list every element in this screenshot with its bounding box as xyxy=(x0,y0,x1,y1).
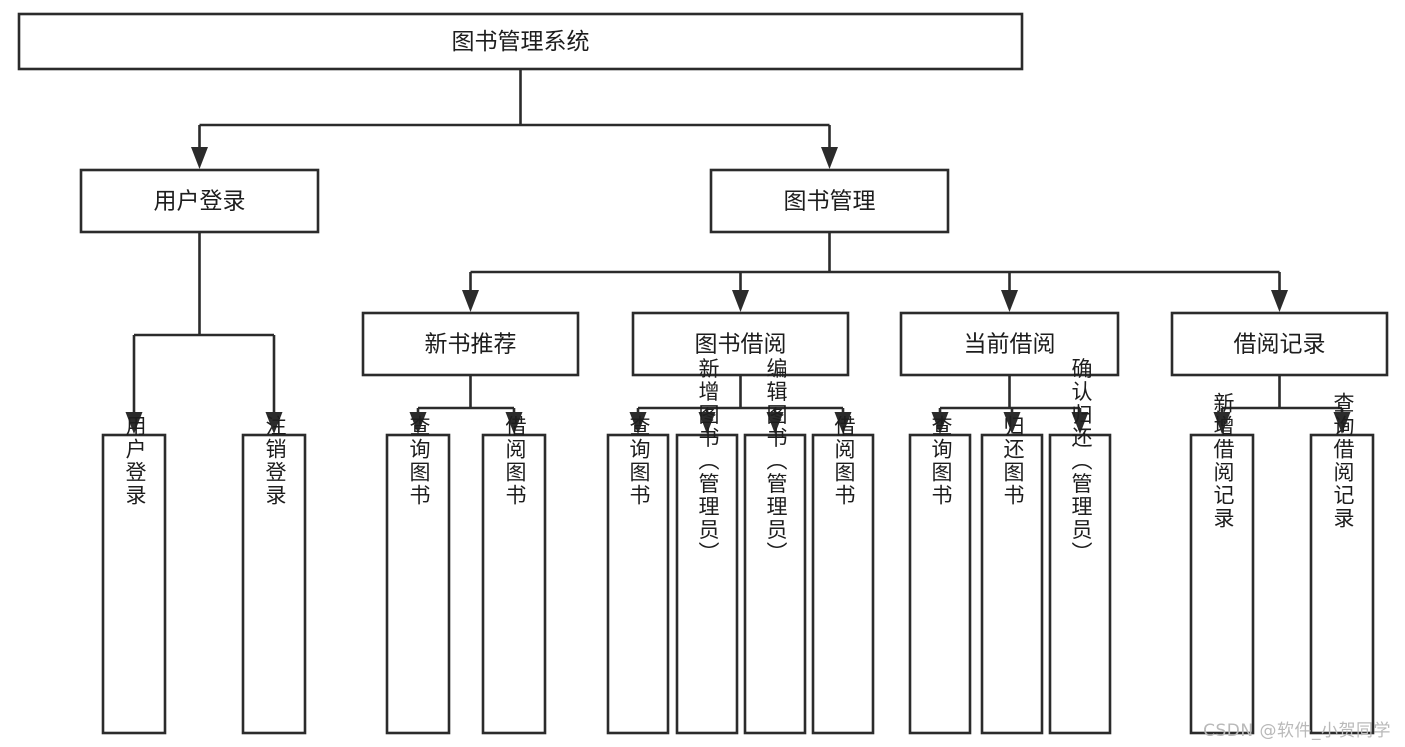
node-label: 新书推荐 xyxy=(425,332,517,358)
node-rect xyxy=(481,433,547,735)
node-label: 确认归还（管理员） xyxy=(1069,358,1093,565)
node-label: 查询图书 xyxy=(407,415,431,507)
arrow-head-icon xyxy=(1333,412,1351,434)
arrow-head-icon xyxy=(1001,290,1018,312)
node-rect xyxy=(79,168,320,234)
node-rect xyxy=(908,433,972,735)
node-新增借阅记录-leaf-11[interactable]: 新增借阅记录 xyxy=(1189,392,1255,735)
node-rect xyxy=(361,311,580,377)
arrow-head-icon xyxy=(125,412,143,434)
arrow-head-icon xyxy=(698,412,716,434)
arrow-head-icon xyxy=(834,412,852,434)
node-label: 借阅图书 xyxy=(832,415,856,507)
node-注销登录-leaf-1[interactable]: 注销登录 xyxy=(241,415,307,735)
node-图书管理-l2-1[interactable]: 图书管理 xyxy=(709,168,950,234)
arrow-head-icon xyxy=(409,412,427,434)
node-label: 查询借阅记录 xyxy=(1331,392,1355,530)
node-rect xyxy=(811,433,875,735)
node-label: 借阅图书 xyxy=(503,415,527,507)
arrow-head-icon xyxy=(462,290,479,312)
arrow-head-icon xyxy=(732,290,749,312)
node-确认归还管理员-leaf-10[interactable]: 确认归还（管理员） xyxy=(1048,358,1112,735)
node-label: 编辑图书（管理员） xyxy=(764,358,788,565)
node-rect xyxy=(709,168,950,234)
node-归还图书-leaf-9[interactable]: 归还图书 xyxy=(980,415,1044,735)
node-rect xyxy=(1048,433,1112,735)
node-label: 用户登录 xyxy=(123,415,147,507)
node-rect xyxy=(1309,433,1375,735)
node-查询图书-leaf-2[interactable]: 查询图书 xyxy=(385,415,451,735)
node-查询图书-leaf-4[interactable]: 查询图书 xyxy=(606,415,670,735)
node-label: 图书借阅 xyxy=(695,332,787,358)
node-root-图书管理系统[interactable]: 图书管理系统 xyxy=(17,12,1024,71)
arrow-head-icon xyxy=(629,412,647,434)
node-rect xyxy=(101,433,167,735)
node-label: 查询图书 xyxy=(627,415,651,507)
arrow-head-icon xyxy=(505,412,523,434)
node-查询借阅记录-leaf-12[interactable]: 查询借阅记录 xyxy=(1309,392,1375,735)
arrow-head-icon xyxy=(191,147,208,169)
node-用户登录-leaf-0[interactable]: 用户登录 xyxy=(101,415,167,735)
node-rect xyxy=(675,433,739,735)
arrow-heads xyxy=(125,147,1351,434)
node-新增图书管理员-leaf-5[interactable]: 新增图书（管理员） xyxy=(675,358,739,735)
node-rect xyxy=(17,12,1024,71)
node-借阅图书-leaf-7[interactable]: 借阅图书 xyxy=(811,415,875,735)
node-label: 图书管理系统 xyxy=(452,29,590,55)
arrow-head-icon xyxy=(265,412,283,434)
node-label: 新增图书（管理员） xyxy=(696,358,720,565)
arrow-head-icon xyxy=(1213,412,1231,434)
node-label: 用户登录 xyxy=(154,189,246,215)
node-rect xyxy=(1189,433,1255,735)
arrow-head-icon xyxy=(931,412,949,434)
node-label: 当前借阅 xyxy=(964,332,1056,358)
node-rect xyxy=(743,433,807,735)
node-rect xyxy=(1170,311,1389,377)
arrow-head-icon xyxy=(821,147,838,169)
arrow-head-icon xyxy=(1071,412,1089,434)
node-借阅图书-leaf-3[interactable]: 借阅图书 xyxy=(481,415,547,735)
node-用户登录-l2-0[interactable]: 用户登录 xyxy=(79,168,320,234)
node-借阅记录-l3-3[interactable]: 借阅记录 xyxy=(1170,311,1389,377)
arrow-head-icon xyxy=(766,412,784,434)
node-label: 归还图书 xyxy=(1001,415,1025,507)
node-rect xyxy=(606,433,670,735)
node-label: 注销登录 xyxy=(263,415,287,507)
node-编辑图书管理员-leaf-6[interactable]: 编辑图书（管理员） xyxy=(743,358,807,735)
node-boxes: 图书管理系统用户登录图书管理新书推荐图书借阅当前借阅借阅记录用户登录注销登录查询… xyxy=(17,12,1389,735)
node-rect xyxy=(631,311,850,377)
csdn-watermark: CSDN @软件_小贺同学 xyxy=(1203,721,1391,741)
node-rect xyxy=(980,433,1044,735)
node-label: 查询图书 xyxy=(929,415,953,507)
node-rect xyxy=(899,311,1120,377)
node-label: 新增借阅记录 xyxy=(1211,392,1235,530)
node-rect xyxy=(241,433,307,735)
node-rect xyxy=(385,433,451,735)
arrow-head-icon xyxy=(1003,412,1021,434)
node-label: 借阅记录 xyxy=(1234,332,1326,358)
arrow-head-icon xyxy=(1271,290,1288,312)
node-当前借阅-l3-2[interactable]: 当前借阅 xyxy=(899,311,1120,377)
node-查询图书-leaf-8[interactable]: 查询图书 xyxy=(908,415,972,735)
node-新书推荐-l3-0[interactable]: 新书推荐 xyxy=(361,311,580,377)
node-图书借阅-l3-1[interactable]: 图书借阅 xyxy=(631,311,850,377)
node-label: 图书管理 xyxy=(784,189,876,215)
